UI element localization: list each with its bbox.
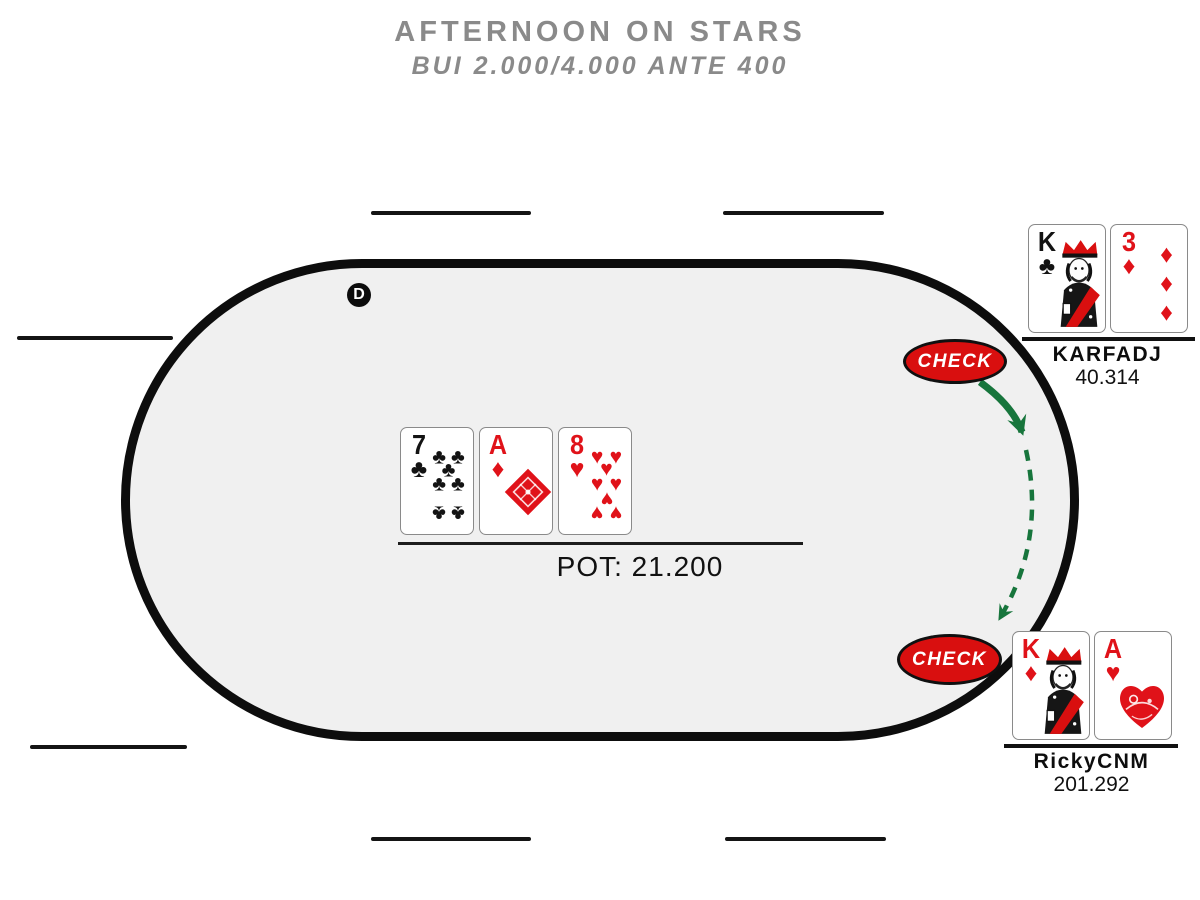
page-subtitle: BUI 2.000/4.000 ANTE 400 <box>411 52 789 80</box>
heart-icon: ♥ <box>590 501 604 525</box>
seat-line <box>371 837 531 841</box>
check-badge: CHECK <box>897 634 1002 685</box>
check-badge: CHECK <box>903 339 1007 384</box>
player-name: RickyCNM <box>1033 750 1150 773</box>
seat-line <box>371 211 531 215</box>
heart-icon: ♥ <box>609 501 623 525</box>
card-rank: K <box>1037 226 1057 257</box>
hole-card-kd: K ♦ <box>1012 631 1090 740</box>
diamond-icon: ♦ <box>491 455 505 483</box>
club-icon: ♣ <box>432 472 447 496</box>
card-rank: 8 <box>569 429 585 460</box>
club-icon: ♣ <box>1038 252 1056 280</box>
player-stack: 40.314 <box>1075 366 1140 389</box>
board-card-ad: A ♦ <box>479 427 553 535</box>
diamond-icon: ♦ <box>1122 252 1136 280</box>
card-rank: 3 <box>1121 226 1137 257</box>
seat-line <box>725 837 886 841</box>
seat-line <box>17 336 173 340</box>
heart-icon: ♥ <box>590 472 604 496</box>
seat-divider <box>1004 744 1178 748</box>
decorated-heart-motif <box>1120 686 1164 728</box>
board-card-8h: 8 ♥ ♥ ♥ ♥ ♥ ♥ ♥ ♥ ♥ <box>558 427 632 535</box>
club-icon: ♣ <box>410 455 428 483</box>
heart-icon: ♥ <box>609 472 623 496</box>
seat-line <box>723 211 884 215</box>
club-icon: ♣ <box>432 501 447 525</box>
board-card-7c: 7 ♣ ♣ ♣ ♣ ♣ ♣ ♣ ♣ <box>400 427 474 535</box>
diamond-icon: ♦ <box>1160 298 1173 327</box>
club-icon: ♣ <box>432 445 447 469</box>
card-rank: A <box>488 429 508 460</box>
heart-icon: ♥ <box>609 445 623 469</box>
heart-icon: ♥ <box>569 455 585 483</box>
club-icon: ♣ <box>450 445 465 469</box>
card-rank: K <box>1021 633 1041 664</box>
seat-line <box>30 745 187 749</box>
seat-divider <box>1022 337 1195 341</box>
diamond-icon: ♦ <box>1024 659 1038 687</box>
diamond-icon: ♦ <box>1160 269 1173 298</box>
player-stack: 201.292 <box>1053 773 1130 796</box>
club-icon: ♣ <box>450 472 465 496</box>
heart-icon: ♥ <box>590 445 604 469</box>
page-title: AFTERNOON ON STARS <box>394 16 806 48</box>
heart-icon: ♥ <box>1105 659 1121 687</box>
hole-card-ah: A ♥ <box>1094 631 1172 740</box>
king-figure <box>1044 647 1084 734</box>
hole-card-kc: K ♣ <box>1028 224 1106 333</box>
hole-card-3d: 3 ♦ ♦ ♦ ♦ <box>1110 224 1188 333</box>
card-rank: 7 <box>411 429 427 460</box>
decorated-diamond-motif <box>504 468 552 516</box>
club-icon: ♣ <box>441 458 456 482</box>
king-figure <box>1060 240 1100 327</box>
heart-icon: ♥ <box>600 457 613 481</box>
club-icon: ♣ <box>450 501 465 525</box>
diamond-icon: ♦ <box>1160 240 1173 269</box>
player-name: KARFADJ <box>1052 343 1163 366</box>
dealer-button: D <box>347 283 371 307</box>
pot-divider <box>398 542 803 545</box>
card-rank: A <box>1103 633 1123 664</box>
pot-label: POT: 21.200 <box>556 551 724 582</box>
